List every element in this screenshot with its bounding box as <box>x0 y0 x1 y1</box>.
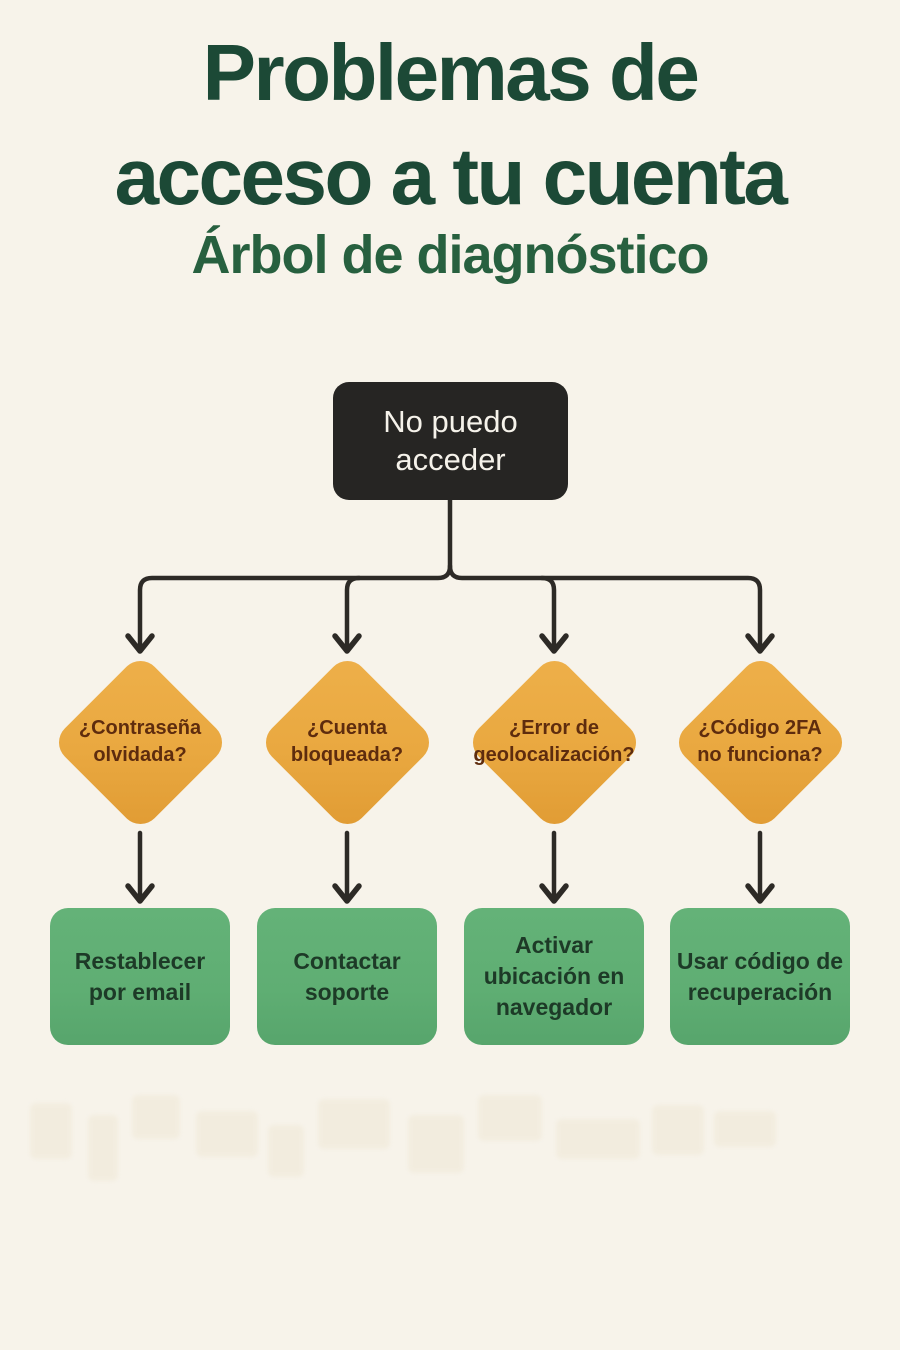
arrowhead-down-icon <box>332 883 362 904</box>
arrowhead-down-icon <box>332 633 362 654</box>
decision-label: ¿Error de geolocalización? <box>464 652 644 832</box>
action-label-line: Restablecer <box>74 947 206 974</box>
page-title: Problemas de acceso a tu cuenta <box>0 21 900 229</box>
action-label-line: ubicación en <box>483 963 625 989</box>
root-node-label-line1: No puedo <box>383 404 518 439</box>
decision-error-geolocalizacion: ¿Error de geolocalización? <box>464 652 644 832</box>
action-activar-ubicacion: Activar ubicación en navegador <box>464 908 644 1045</box>
action-label-line: recuperación <box>687 978 833 1005</box>
action-label-line: Contactar <box>293 947 401 974</box>
decision-label-line: no funciona? <box>697 744 823 766</box>
edge-root-to-branch4 <box>447 563 763 651</box>
root-node-label-line2: acceder <box>395 442 506 477</box>
decision-label-line: olvidada? <box>93 744 187 766</box>
arrowhead-down-icon <box>125 883 155 904</box>
arrowhead-down-icon <box>745 633 775 654</box>
decision-label-line: ¿Contraseña <box>78 717 202 739</box>
root-node-no-puedo-acceder: No puedo acceder <box>333 382 568 500</box>
action-label-line: Usar código de <box>676 947 844 974</box>
arrowhead-down-icon <box>125 633 155 654</box>
decision-label: ¿Contraseña olvidada? <box>50 652 230 832</box>
decision-label-line: bloqueada? <box>290 744 404 766</box>
edge-tee-branch3 <box>539 575 557 651</box>
action-label-line: soporte <box>304 978 390 1005</box>
arrowhead-down-icon <box>745 883 775 904</box>
decision-contrasena-olvidada: ¿Contraseña olvidada? <box>50 652 230 832</box>
decision-label-line: ¿Código 2FA <box>698 717 822 739</box>
arrowhead-down-icon <box>539 883 569 904</box>
arrowhead-down-icon <box>539 633 569 654</box>
connector-lines <box>137 495 763 901</box>
action-restablecer-por-email: Restablecer por email <box>50 908 230 1045</box>
decision-label-line: geolocalización? <box>473 744 635 766</box>
page-subtitle: Árbol de diagnóstico <box>191 225 709 285</box>
decision-cuenta-bloqueada: ¿Cuenta bloqueada? <box>257 652 437 832</box>
page-title-line2: acceso a tu cuenta <box>114 132 788 221</box>
page-title-line1: Problemas de <box>202 28 700 117</box>
decision-codigo-2fa: ¿Código 2FA no funciona? <box>670 652 850 832</box>
action-label-line: por email <box>88 978 192 1005</box>
edge-root-to-branch1 <box>137 495 453 651</box>
edge-tee-branch2 <box>344 575 362 651</box>
ghost-artifact-strip <box>0 1085 900 1195</box>
action-label-line: navegador <box>495 994 613 1020</box>
decision-label: ¿Código 2FA no funciona? <box>670 652 850 832</box>
action-contactar-soporte: Contactar soporte <box>257 908 437 1045</box>
decision-label-line: ¿Cuenta <box>307 717 387 739</box>
decision-label: ¿Cuenta bloqueada? <box>257 652 437 832</box>
action-usar-codigo-recuperacion: Usar código de recuperación <box>670 908 850 1045</box>
decision-label-line: ¿Error de <box>508 717 600 739</box>
connector-arrows <box>125 633 775 904</box>
action-label-line: Activar <box>515 932 593 958</box>
